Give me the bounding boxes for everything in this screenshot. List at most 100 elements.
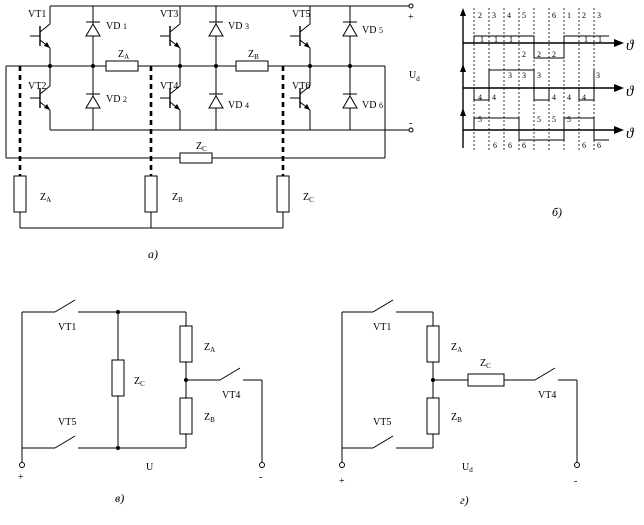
r1-num: 3 <box>492 11 496 20</box>
za-resistor <box>179 325 193 363</box>
r1-num: 3 <box>597 11 601 20</box>
r1-sub: 1 <box>480 35 484 44</box>
r1-num: 1 <box>567 11 571 20</box>
vt3-label: VT3 <box>160 9 178 20</box>
vt1-switch-g <box>372 299 394 313</box>
ud-label-g: Ud <box>462 462 473 474</box>
vt1-label-v: VT1 <box>58 322 76 333</box>
r1-num: 5 <box>522 11 526 20</box>
zb-star-resistor <box>144 175 158 213</box>
zc-label-v: ZC <box>134 376 145 388</box>
za-label-g: ZA <box>451 342 462 354</box>
r1-sub: 1 <box>598 35 602 44</box>
r1-num: 6 <box>552 11 556 20</box>
zc-label-g: ZC <box>480 358 491 370</box>
vt4-switch <box>219 367 241 381</box>
r1-two: 2 <box>552 50 556 59</box>
r2-four: 4 <box>567 93 571 102</box>
theta-label-2: ϑ <box>626 84 635 100</box>
r1-num: 4 <box>507 11 511 20</box>
r1-sub: 1 <box>584 35 588 44</box>
r3-six: 6 <box>582 141 586 150</box>
plus-label: + <box>408 12 414 23</box>
r2-three: 3 <box>522 71 526 80</box>
r3-six: 6 <box>522 141 526 150</box>
za-top-resistor <box>105 60 139 72</box>
zc-bottom-label: ZC <box>196 141 207 153</box>
equivalent-circuit-g: VT1 VT5 VT4 ZA ZB ZC Ud + - г) <box>339 299 580 507</box>
zb-resistor-g <box>426 397 440 435</box>
r2-three: 3 <box>537 71 541 80</box>
vt6-label: VT6 <box>292 81 310 92</box>
vt4-switch-g <box>534 367 556 381</box>
vd1-label: VD 1 <box>106 21 127 32</box>
vd6-label: VD 6 <box>362 100 383 111</box>
vt4-label-g: VT4 <box>538 390 556 401</box>
theta-label-3: ϑ <box>626 126 635 142</box>
minus-terminal <box>408 127 414 133</box>
leg-1 <box>30 6 101 130</box>
r3-five: 5 <box>537 115 541 124</box>
minus-label-g: - <box>574 476 577 487</box>
r2-four: 4 <box>478 93 482 102</box>
vt5-switch-g <box>372 435 394 449</box>
za-star-resistor <box>13 175 27 213</box>
vd2-label: VD 2 <box>106 94 127 105</box>
r1-two: 2 <box>522 50 526 59</box>
vd5-label: VD 5 <box>362 25 383 36</box>
r3-five: 5 <box>478 115 482 124</box>
equivalent-circuit-v: VT1 VT5 VT4 ZC ZA ZB U + - в) <box>18 299 265 505</box>
vt5-label: VT5 <box>292 9 310 20</box>
zb-star-label: ZB <box>172 192 183 204</box>
zb-label-g: ZB <box>451 412 462 424</box>
r1-sub: 1 <box>509 35 513 44</box>
r1-num: 2 <box>478 11 482 20</box>
zc-star-resistor <box>276 175 290 213</box>
r3-six: 6 <box>597 141 601 150</box>
za-top-label: ZA <box>118 49 129 61</box>
vt1-switch <box>54 299 76 313</box>
plus-label-g: + <box>339 476 345 487</box>
r2-three: 3 <box>508 71 512 80</box>
r3-five: 5 <box>552 115 556 124</box>
switching-timing-diagram: ϑ ϑ ϑ 2 3 4 5 6 1 2 3 1 1 1 1 1 2 2 2 3 … <box>460 8 635 219</box>
vt4-label: VT4 <box>160 81 178 92</box>
r3-six: 6 <box>493 141 497 150</box>
r2-four: 4 <box>492 93 496 102</box>
vt1-label-g: VT1 <box>373 322 391 333</box>
za-star-label: ZA <box>40 192 51 204</box>
r1-num: 2 <box>582 11 586 20</box>
zb-label-v: ZB <box>204 412 215 424</box>
caption-g: г) <box>460 493 469 507</box>
r1-two: 2 <box>537 50 541 59</box>
vt5-label-v: VT5 <box>58 417 76 428</box>
zc-star-label: ZC <box>303 192 314 204</box>
leg-3 <box>290 6 358 130</box>
vd3-label: VD 3 <box>228 21 249 32</box>
r1-sub: 1 <box>494 35 498 44</box>
vt5-switch <box>54 435 76 449</box>
vt1-label: VT1 <box>28 9 46 20</box>
ud-label: Ud <box>409 70 420 83</box>
caption-a: а) <box>148 247 158 261</box>
zb-top-label: ZB <box>248 49 259 61</box>
vt2-label: VT2 <box>28 81 46 92</box>
za-resistor-g <box>426 325 440 363</box>
plus-terminal <box>408 3 414 9</box>
u-label-v: U <box>146 462 154 473</box>
vt5-label-g: VT5 <box>373 417 391 428</box>
za-label-v: ZA <box>204 342 215 354</box>
minus-label: - <box>409 118 412 129</box>
leg-2 <box>160 6 224 130</box>
caption-v: в) <box>115 491 124 505</box>
theta-label-1: ϑ <box>626 38 635 54</box>
inverter-bridge-circuit: + - Ud <box>5 3 420 261</box>
r2-three: 3 <box>596 71 600 80</box>
zb-resistor <box>179 397 193 435</box>
r3-six: 6 <box>508 141 512 150</box>
r2-four: 4 <box>582 93 586 102</box>
zc-resistor-g <box>467 373 505 387</box>
zc-resistor <box>111 359 125 397</box>
vt4-label-v: VT4 <box>222 390 240 401</box>
